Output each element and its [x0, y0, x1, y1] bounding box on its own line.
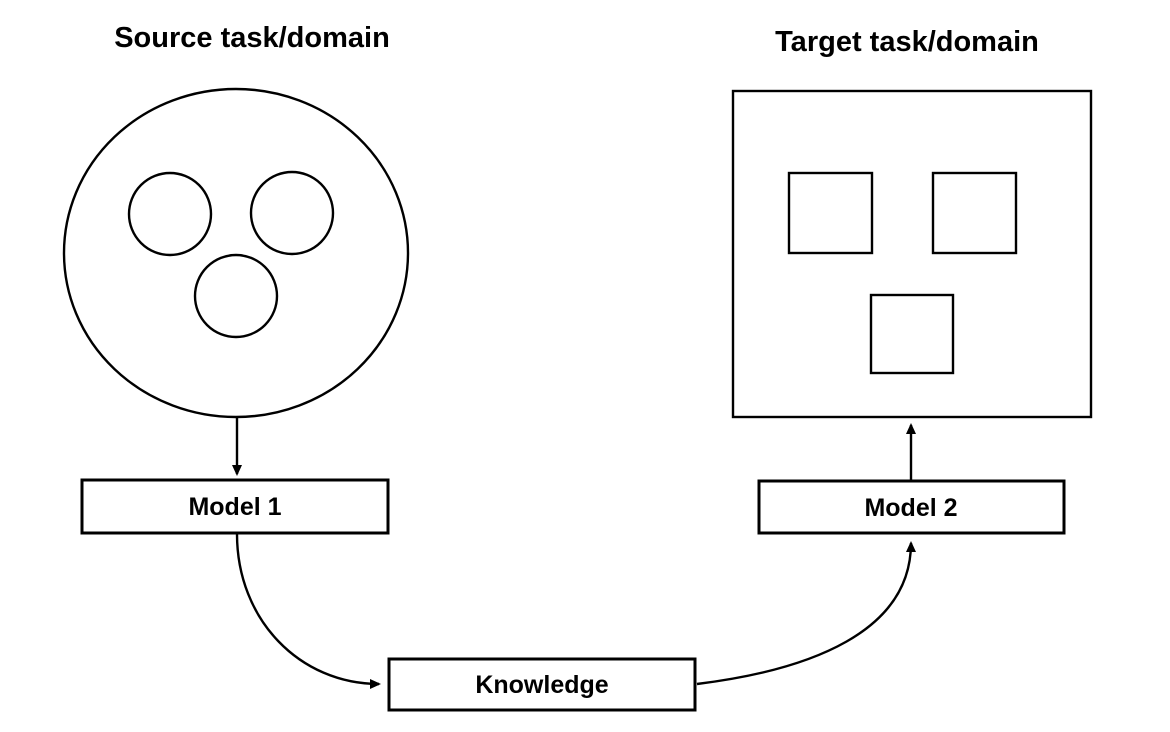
target-sample-square-1 — [787, 171, 874, 255]
target-domain-square — [731, 89, 1093, 419]
model1-box — [80, 478, 390, 535]
knowledge-to-model2-curve — [696, 541, 916, 686]
source-sample-circle-1 — [127, 171, 213, 257]
model2-box — [757, 479, 1066, 535]
knowledge-box — [387, 657, 697, 712]
model1-label: Model 1 — [188, 493, 281, 521]
source-sample-circle-2 — [249, 170, 335, 256]
source-domain-title: Source task/domain — [114, 22, 390, 54]
model2-label: Model 2 — [864, 494, 957, 522]
source-domain-circle — [62, 87, 410, 419]
model1-to-knowledge-curve — [235, 533, 381, 689]
target-sample-square-2 — [931, 171, 1018, 255]
target-domain-title: Target task/domain — [775, 26, 1039, 58]
source-sample-circle-3 — [193, 253, 279, 339]
knowledge-label: Knowledge — [475, 671, 608, 699]
target-sample-square-3 — [869, 293, 955, 375]
